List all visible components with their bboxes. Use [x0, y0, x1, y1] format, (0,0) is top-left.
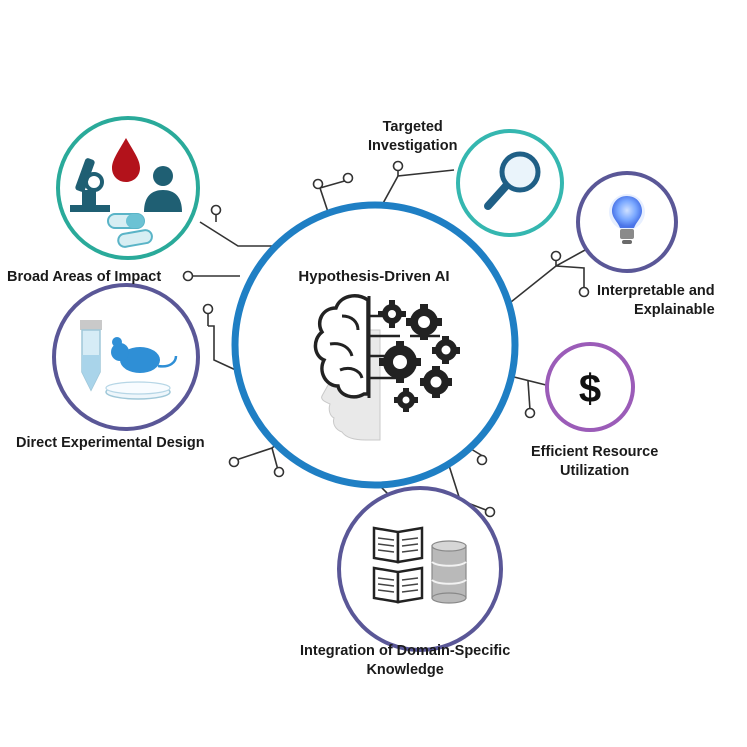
connector-broad-1 — [199, 221, 284, 247]
brain-gears-icon — [313, 294, 460, 441]
node-interpretable — [576, 171, 678, 273]
label-targeted-investigation: Targeted Investigation — [368, 119, 458, 154]
science-impact-icon — [70, 138, 182, 248]
books-database-icon — [372, 526, 467, 604]
label-experimental-design: Direct Experimental Design — [16, 435, 205, 451]
label-interpretable: Interpretable and Explainable — [597, 283, 715, 318]
connector-nodes — [182, 160, 590, 518]
label-broad-areas: Broad Areas of Impact — [7, 269, 162, 285]
node-targeted-investigation — [456, 129, 564, 237]
lab-mouse-icon — [80, 320, 178, 400]
label-resource: Efficient Resource Utilization — [531, 444, 659, 479]
label-knowledge: Integration of Domain-Specific Knowledge — [300, 643, 511, 678]
magnifier-icon — [484, 151, 541, 210]
connector-design — [208, 325, 241, 373]
node-knowledge — [337, 486, 503, 652]
dollar-icon: $ — [579, 367, 601, 411]
node-resource: $ — [545, 342, 635, 432]
node-experimental-design — [52, 283, 200, 431]
node-broad-areas — [56, 116, 200, 260]
connector-targeted-2 — [319, 179, 349, 189]
lightbulb-icon — [609, 194, 645, 244]
center-title: Hypothesis-Driven AI — [298, 268, 450, 285]
connector-resource — [509, 375, 551, 387]
